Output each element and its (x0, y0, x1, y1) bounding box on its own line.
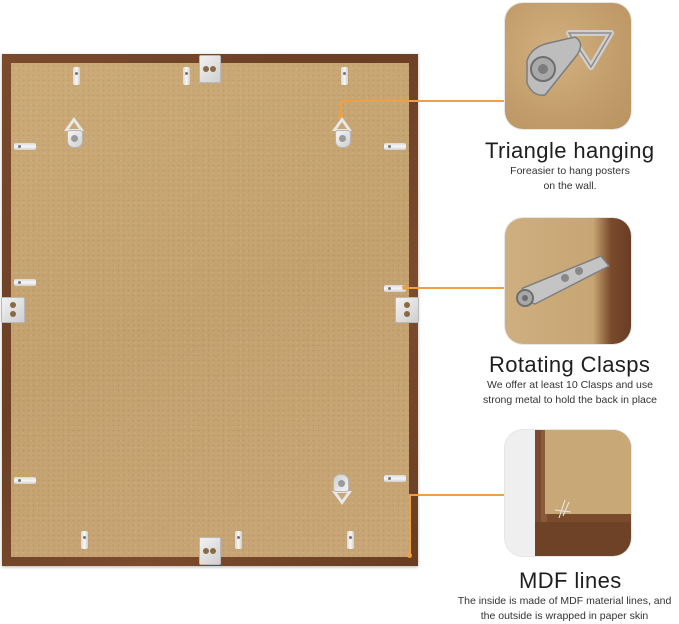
mdf-lines-closeup (505, 430, 631, 556)
desc-line: Foreasier to hang posters (510, 165, 630, 177)
feature-desc-mdf-lines: The inside is made of MDF material lines… (452, 594, 677, 624)
leader-line (409, 494, 505, 496)
clasp (384, 143, 406, 150)
clasp (341, 67, 348, 85)
leader-line (409, 494, 411, 555)
triangle-hanger-icon (526, 30, 614, 96)
picture-frame-back (1, 54, 419, 566)
clasp (183, 67, 190, 85)
hanging-plate (199, 55, 221, 83)
desc-line: strong metal to hold the back in place (483, 394, 657, 406)
triangle-hanger (329, 117, 355, 149)
mdf-corner-icon (535, 430, 631, 556)
triangle-hanger-closeup (505, 3, 631, 129)
desc-line: The inside is made of MDF material lines… (457, 595, 672, 607)
desc-line: We offer at least 10 Clasps and use (487, 379, 653, 391)
feature-desc-triangle-hanging: Foreasier to hang posters on the wall. (480, 164, 660, 194)
leader-line (340, 100, 342, 115)
frame-backboard (1, 55, 419, 565)
clasp (14, 477, 36, 484)
triangle-hanger (61, 117, 87, 149)
side-plate (1, 297, 25, 323)
leader-dot (338, 113, 343, 118)
side-plate (395, 297, 419, 323)
leader-line (340, 100, 505, 102)
rotating-clasp-closeup (505, 218, 631, 344)
clasp (73, 67, 80, 85)
clasp (14, 279, 36, 286)
feature-title-mdf-lines: MDF lines (519, 568, 622, 593)
desc-line: the outside is wrapped in paper skin (480, 610, 649, 622)
desc-line: on the wall. (543, 180, 597, 192)
clasp (14, 143, 36, 150)
clasp (347, 531, 354, 549)
hanging-plate (199, 537, 221, 565)
clasp (384, 475, 406, 482)
feature-title-rotating-clasps: Rotating Clasps (489, 352, 651, 377)
leader-line (404, 287, 505, 289)
clasp (384, 285, 406, 292)
leader-dot (407, 553, 412, 558)
feature-desc-rotating-clasps: We offer at least 10 Clasps and use stro… (470, 378, 670, 408)
clasp (235, 531, 242, 549)
rotating-clasp-icon (515, 255, 611, 307)
clasp (81, 531, 88, 549)
triangle-hanger (329, 473, 355, 505)
feature-title-triangle-hanging: Triangle hanging (485, 138, 655, 163)
